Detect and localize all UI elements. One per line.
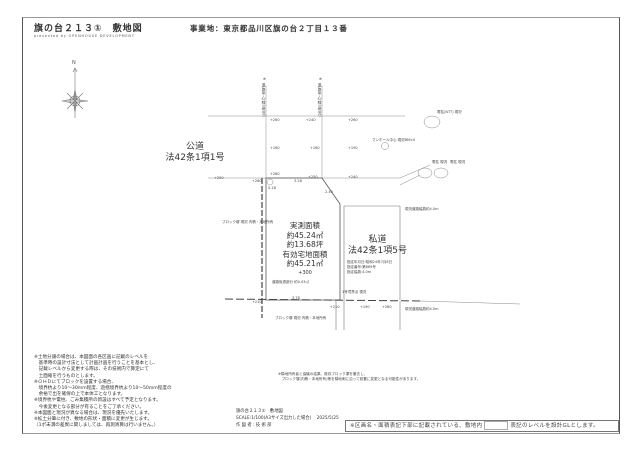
level-marker: +240 xyxy=(306,118,316,122)
level-marker: +260 xyxy=(348,118,358,122)
project-location: 事業地：東京都品川区旗の台２丁目１３番 xyxy=(190,24,348,33)
utility-pole-note-3: 電柱 現況 xyxy=(450,160,466,164)
level-marker: +210 xyxy=(330,305,340,309)
manhole-note: マンホール中心 現況BM±0 xyxy=(372,138,416,142)
dimension-top: 3.28 xyxy=(294,179,302,183)
block-wall-bottom-note: ブロック塀 現況 内積・本地所有 xyxy=(275,316,327,320)
footer-scale: SCALE:1/100(A3サイズ出力した場合) xyxy=(236,416,312,421)
drawing-frame xyxy=(22,17,620,434)
level-marker: +190 xyxy=(360,305,370,309)
level-marker: +190 xyxy=(348,146,358,150)
public-road-label: 公道 法42条1項1号 xyxy=(165,142,225,163)
company-subtitle: presented by OPENHOUSE DEVELOPMENT xyxy=(34,34,135,38)
footer-drawing-name: 旗の台２１３① 敷地図 xyxy=(236,409,283,414)
level-marker: +180 xyxy=(270,146,280,150)
private-road-details: 指定年月日:昭和24年7月8日 指定番号:第869号 指定幅員:4.0m xyxy=(347,260,393,274)
road-width-note-bottom: 現況道路幅員約4.0m xyxy=(405,307,439,311)
level-marker: +250 xyxy=(308,175,318,179)
dimension-bottom: 3.78 xyxy=(292,296,300,300)
road-center-label-right: ※ 道路中心線(現況) xyxy=(318,76,323,118)
level-marker: +210 xyxy=(252,300,262,304)
design-gl-notice: ※区画名・面積表記下部に記載されている、敷地内表記のレベルを設計GLとします。 xyxy=(345,420,619,432)
dimension-corner: 0.18 xyxy=(268,186,276,190)
level-marker: +280 xyxy=(270,172,280,176)
level-blank-box xyxy=(484,421,509,430)
level-marker: +260 xyxy=(270,118,280,122)
dimension-diagonal: 2.40 xyxy=(325,190,333,194)
road-part-note: 道路後退部分 約0.03㎡ xyxy=(272,280,309,284)
level-marker: +250 xyxy=(214,176,224,180)
block-wall-left-note: ブロック塀 現況 内積・本地所有 xyxy=(222,220,274,224)
footer-date: 2025/5/25 xyxy=(316,416,339,421)
level-marker: +280 xyxy=(382,305,392,309)
north-arrow-icon xyxy=(61,67,89,118)
footer-info: 旗の台２１３① 敷地図 SCALE:1/100(A3サイズ出力した場合) 202… xyxy=(236,408,339,429)
level-marker: +240 xyxy=(348,175,358,179)
notes-block: ※土地分譲の場合は、本図面の各区画に記載のレベルを 基準時の設計寸法として計画計… xyxy=(34,355,172,429)
site-area-label: 実測面積 約45.24㎡ 約13.68坪 有効宅地面積 約45.21㎡ +300 xyxy=(282,221,328,276)
level-marker: +260 xyxy=(252,179,262,183)
road-width-note-top: 現況道路幅員約4.0m xyxy=(405,207,439,211)
north-label: N xyxy=(72,60,76,66)
level-marker: +180 xyxy=(310,146,320,150)
boundary-point-note: 1号境界点 現況 xyxy=(342,290,367,294)
drawing-title: 旗の台２１３① 敷地図 xyxy=(34,24,143,34)
utility-pole-note-2: 電柱 現況 xyxy=(432,160,448,164)
utility-pole-note-1: 電柱(NTT) 現況 xyxy=(437,110,462,114)
private-road-label: 私道 法42条1項5号 xyxy=(348,235,407,256)
road-center-label-left: ※ 道路中心線(現況) xyxy=(262,76,267,118)
boundary-notes: ※隣地所有者と協議の結果、既存ブロック塀を撤去し、 ブロック塀(内積・本地所有)… xyxy=(278,372,421,381)
footer-company: 作 図 者 : 技 術 部 xyxy=(236,423,272,428)
